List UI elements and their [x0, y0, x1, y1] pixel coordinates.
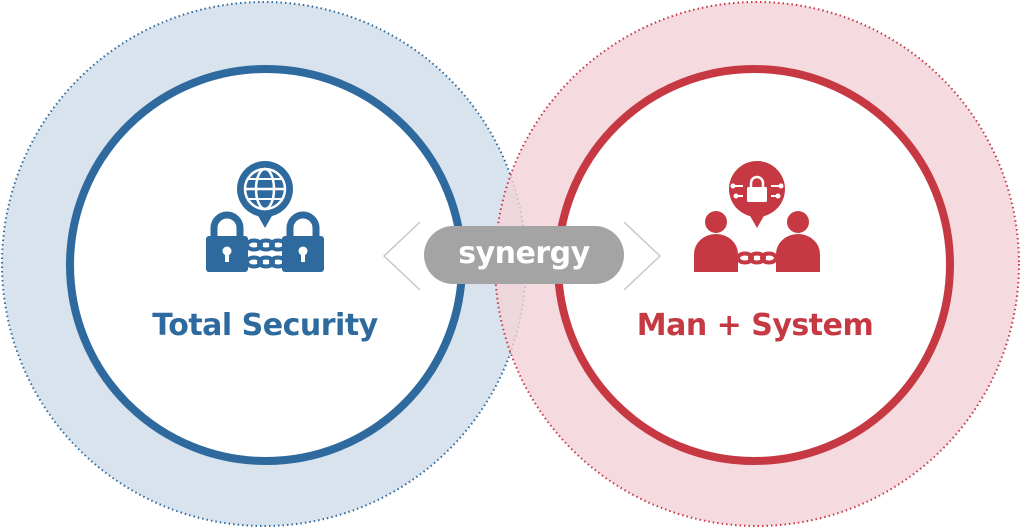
synergy-badge: synergy [424, 226, 624, 284]
globe-padlocks-chain-icon [206, 161, 324, 272]
total-security-label: Total Security [152, 308, 378, 343]
chevron-left-icon [382, 221, 421, 291]
chevron-right-icon [623, 221, 662, 291]
people-chain-lock-icon [694, 161, 820, 272]
man-system-label: Man + System [636, 308, 874, 343]
